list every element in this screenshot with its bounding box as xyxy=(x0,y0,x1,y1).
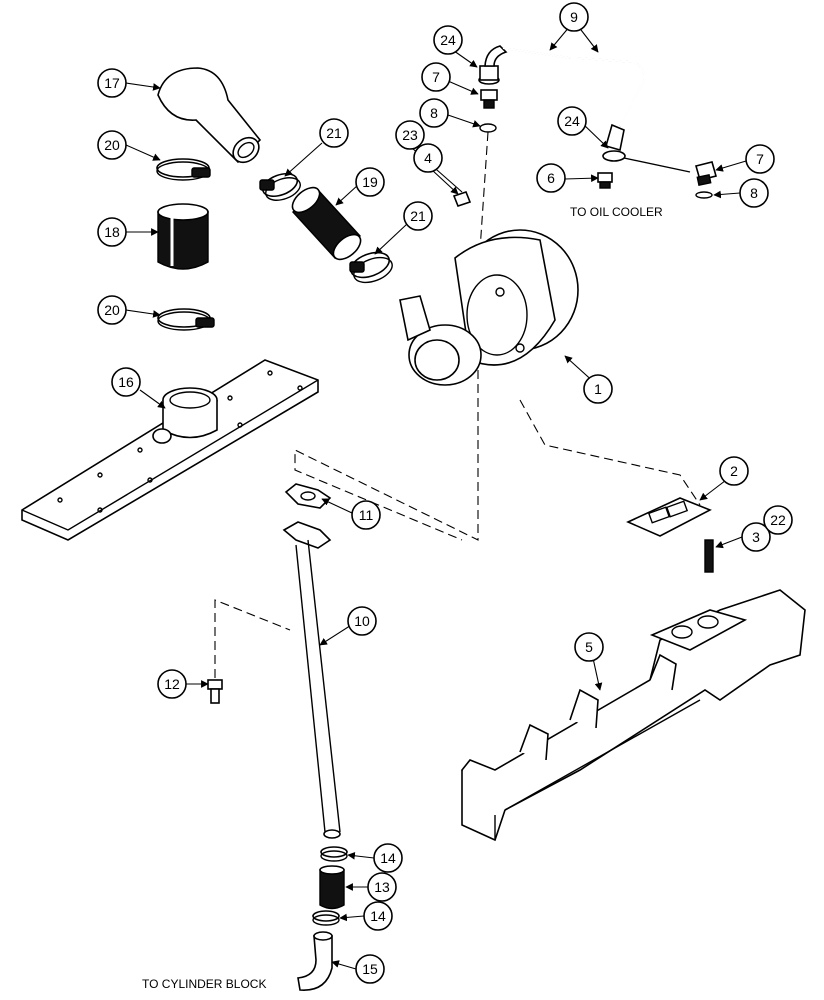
clamp-20-upper xyxy=(156,158,211,181)
svg-text:9: 9 xyxy=(570,9,578,25)
elbow-17 xyxy=(157,67,262,164)
callout-8-left: 8 xyxy=(419,98,449,128)
svg-text:3: 3 xyxy=(752,529,760,545)
svg-text:1: 1 xyxy=(594,381,602,397)
callout-5: 5 xyxy=(574,632,604,662)
callout-17: 17 xyxy=(97,68,127,98)
hose-19 xyxy=(291,186,362,261)
to-cylinder-block-label: TO CYLINDER BLOCK xyxy=(142,977,266,991)
svg-text:7: 7 xyxy=(432,69,440,85)
svg-text:17: 17 xyxy=(104,75,120,91)
callout-20-lower: 20 xyxy=(97,295,127,325)
callout-13: 13 xyxy=(367,872,397,902)
callout-8-right: 8 xyxy=(739,178,769,208)
callout-4: 4 xyxy=(413,143,443,173)
svg-text:19: 19 xyxy=(362,174,378,190)
callout-21-lower: 21 xyxy=(403,201,433,231)
svg-text:24: 24 xyxy=(440,32,456,48)
svg-text:23: 23 xyxy=(402,127,418,143)
elbow-tube-15 xyxy=(297,931,333,991)
callout-2: 2 xyxy=(719,456,749,486)
fitting-7-left xyxy=(480,89,498,109)
clamp-21-lower xyxy=(349,251,393,284)
svg-text:5: 5 xyxy=(585,639,593,655)
callout-16: 16 xyxy=(111,367,141,397)
oil-drain-tube-10 xyxy=(282,521,341,839)
callout-12: 12 xyxy=(157,669,187,699)
fitting-7-right xyxy=(695,161,717,186)
callout-20-upper: 20 xyxy=(97,130,127,160)
callout-19: 19 xyxy=(355,167,385,197)
gasket-2 xyxy=(626,497,712,537)
svg-text:24: 24 xyxy=(564,113,580,129)
callout-7-right: 7 xyxy=(745,144,775,174)
callout-3: 3 xyxy=(741,522,771,552)
exhaust-manifold-5 xyxy=(461,589,806,842)
callout-24-right: 24 xyxy=(557,106,587,136)
svg-text:8: 8 xyxy=(750,185,758,201)
svg-text:4: 4 xyxy=(424,150,432,166)
callout-23: 23 xyxy=(395,120,425,150)
svg-text:12: 12 xyxy=(164,676,180,692)
fitting-24-right xyxy=(602,123,691,173)
callout-15: 15 xyxy=(355,954,385,984)
fitting-6 xyxy=(597,172,613,189)
assembly-dash-oil-line xyxy=(479,131,489,251)
clamp-20-lower xyxy=(157,308,215,331)
svg-text:18: 18 xyxy=(104,224,120,240)
hose-sleeve-18 xyxy=(157,203,209,270)
nut-4 xyxy=(452,191,472,207)
to-oil-cooler-label: TO OIL COOLER xyxy=(570,205,663,219)
svg-text:6: 6 xyxy=(547,170,555,186)
svg-text:22: 22 xyxy=(770,512,786,528)
clamp-21-upper xyxy=(259,172,301,201)
svg-text:20: 20 xyxy=(104,137,120,153)
bolt-12 xyxy=(207,679,223,704)
clamp-14-upper xyxy=(320,846,348,862)
callout-10: 10 xyxy=(347,606,377,636)
svg-text:11: 11 xyxy=(359,507,374,523)
callout-11: 11 xyxy=(351,500,381,530)
intake-plate-16 xyxy=(21,359,319,541)
clamp-14-lower xyxy=(312,910,340,926)
callout-6: 6 xyxy=(536,163,566,193)
hose-13 xyxy=(319,865,345,910)
o-ring-8-left xyxy=(479,123,497,133)
svg-text:13: 13 xyxy=(374,879,390,895)
fitting-24-left xyxy=(478,45,508,85)
callout-22: 22 xyxy=(763,505,793,535)
assembly-dash-turbo-to-oil-drain xyxy=(294,370,479,541)
callout-18: 18 xyxy=(97,217,127,247)
assembly-dash-manifold-gasket xyxy=(519,399,701,506)
svg-text:21: 21 xyxy=(410,208,426,224)
callout-14-lower: 14 xyxy=(363,901,393,931)
o-ring-8-right xyxy=(695,191,713,199)
callout-14-upper: 14 xyxy=(373,843,403,873)
stud-3 xyxy=(704,539,714,573)
callout-21-upper: 21 xyxy=(319,118,349,148)
svg-text:20: 20 xyxy=(104,302,120,318)
callout-9: 9 xyxy=(559,2,589,32)
svg-text:7: 7 xyxy=(756,151,764,167)
callout-7-left: 7 xyxy=(421,62,451,92)
callout-24-left: 24 xyxy=(433,25,463,55)
svg-text:15: 15 xyxy=(362,961,378,977)
svg-text:8: 8 xyxy=(430,105,438,121)
callout-1: 1 xyxy=(583,374,613,404)
turbocharger-1 xyxy=(399,229,579,386)
svg-text:10: 10 xyxy=(354,613,370,629)
assembly-dash-bolt-12 xyxy=(214,599,291,678)
svg-text:21: 21 xyxy=(326,125,342,141)
svg-text:16: 16 xyxy=(118,374,134,390)
gasket-11 xyxy=(284,483,332,509)
oil-line-9 xyxy=(502,47,646,127)
svg-text:14: 14 xyxy=(370,908,386,924)
svg-text:2: 2 xyxy=(730,463,738,479)
svg-text:14: 14 xyxy=(380,850,396,866)
